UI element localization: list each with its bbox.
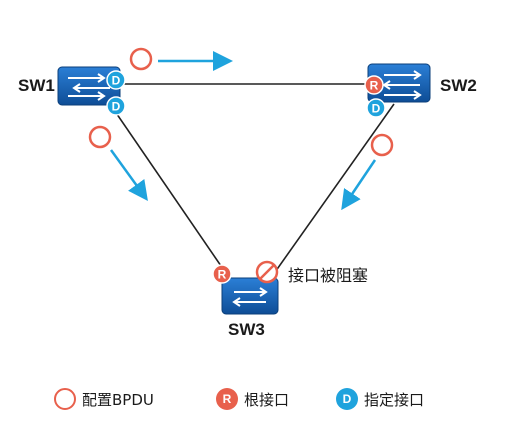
sw1-label: SW1 bbox=[18, 76, 55, 95]
arrow-icon bbox=[109, 149, 148, 202]
designated-port-sw1-to-sw2: D bbox=[106, 70, 126, 90]
port-mark-d: D bbox=[372, 102, 381, 116]
root-port-sw2: R bbox=[364, 75, 384, 95]
switch-sw3-icon bbox=[221, 277, 279, 315]
bpdu-circle-icon bbox=[88, 125, 112, 149]
blocked-port-icon bbox=[255, 260, 279, 284]
legend-designated-port-label: 指定接口 bbox=[364, 390, 425, 409]
legend-item-designated-port: D 指定接口 bbox=[336, 386, 424, 412]
port-mark-d: D bbox=[112, 100, 121, 114]
legend: 配置BPDU R 根接口 D 指定接口 bbox=[50, 386, 480, 412]
designated-port-icon: D bbox=[336, 388, 358, 410]
legend-root-port-label: 根接口 bbox=[244, 390, 290, 409]
legend-bpdu-label: 配置BPDU bbox=[82, 390, 154, 409]
bpdu-circle-icon bbox=[370, 133, 394, 157]
legend-item-root-port: R 根接口 bbox=[216, 386, 289, 412]
bpdu-circle-icon bbox=[129, 47, 153, 71]
designated-port-sw1-to-sw3: D bbox=[106, 96, 126, 116]
arrow-icon bbox=[341, 159, 377, 211]
bpdu-circle-icon bbox=[54, 388, 76, 410]
blocked-port-label: 接口被阻塞 bbox=[288, 266, 369, 285]
root-port-sw3: R bbox=[212, 264, 232, 284]
switch-sw2-icon bbox=[367, 63, 431, 103]
port-mark-r: R bbox=[370, 79, 379, 93]
sw3-label: SW3 bbox=[228, 320, 265, 339]
sw2-label: SW2 bbox=[440, 76, 477, 95]
designated-port-sw2-to-sw3: D bbox=[366, 98, 386, 118]
root-port-icon: R bbox=[216, 388, 238, 410]
link-sw2-sw3 bbox=[267, 103, 395, 283]
port-mark-r: R bbox=[218, 268, 227, 282]
port-mark-d: D bbox=[112, 74, 121, 88]
legend-item-bpdu: 配置BPDU bbox=[54, 386, 154, 412]
link-sw1-sw3 bbox=[109, 103, 233, 283]
